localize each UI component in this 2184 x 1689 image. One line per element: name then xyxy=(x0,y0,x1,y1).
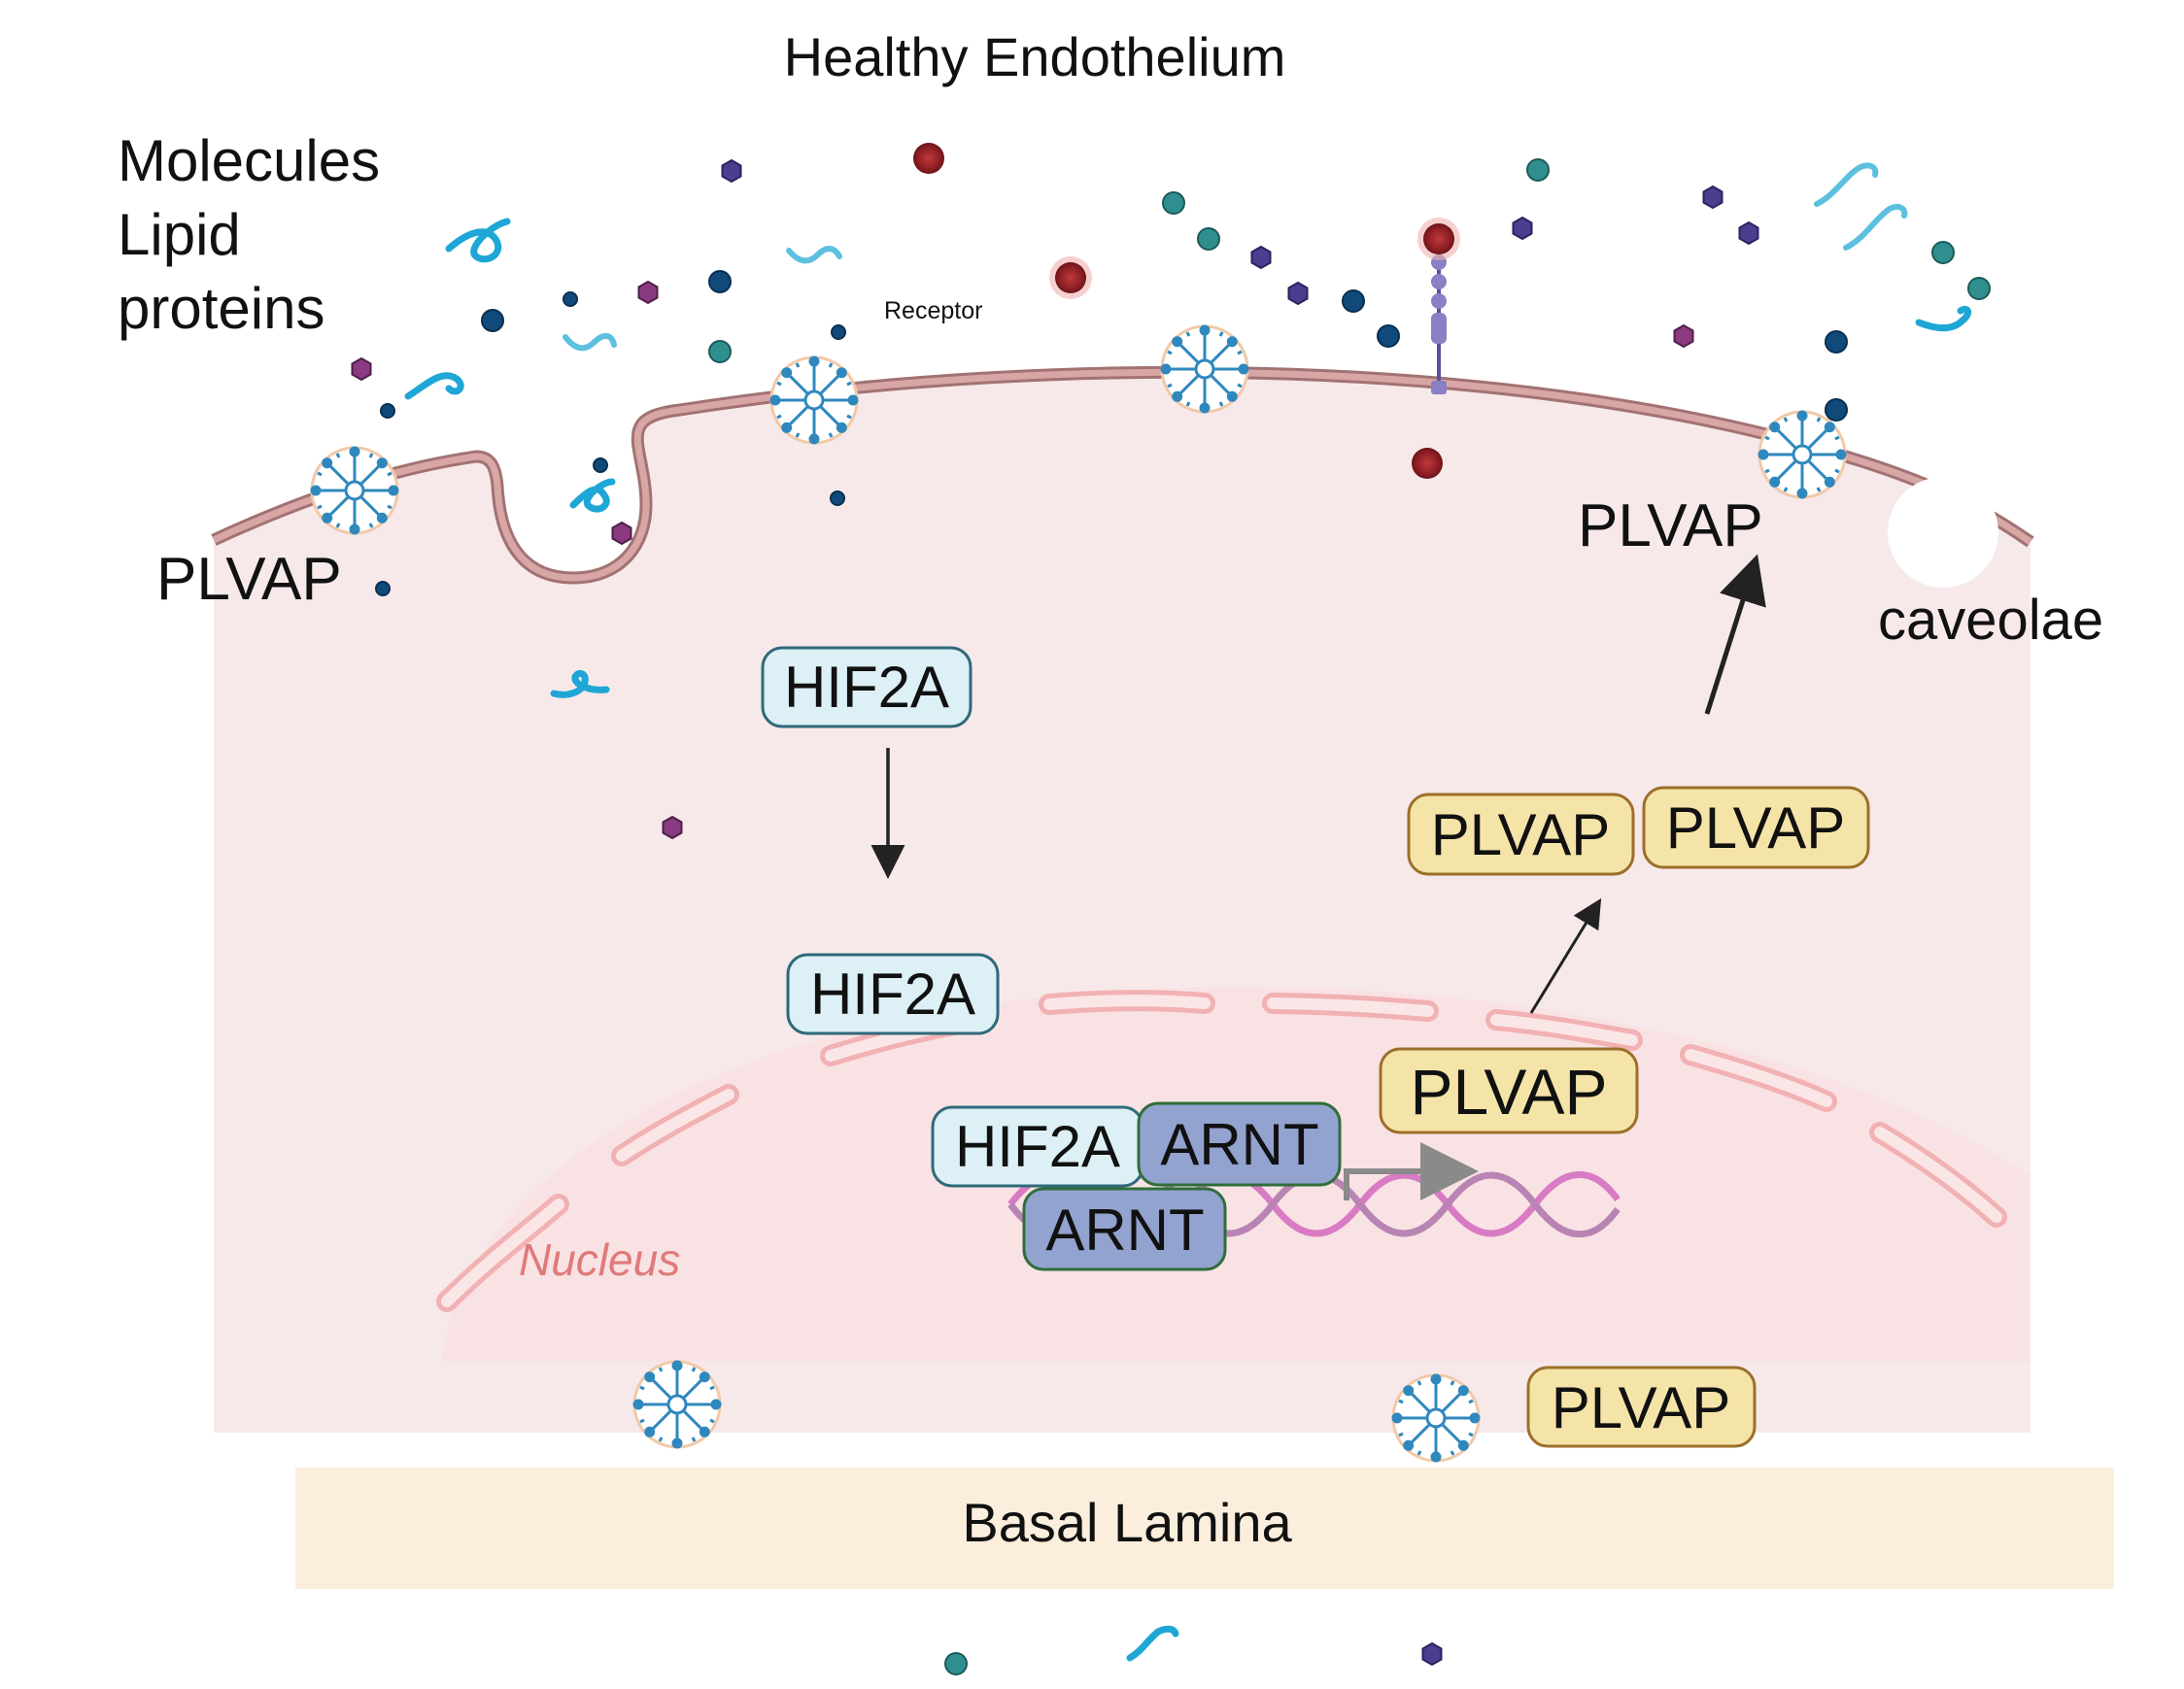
molecule-icon xyxy=(1412,448,1443,479)
caveolae-icon xyxy=(1888,477,1998,588)
molecule-icon xyxy=(1512,217,1533,240)
vesicle-icon xyxy=(769,355,859,445)
hif2a-complex-box: HIF2A xyxy=(931,1105,1144,1188)
arnt-top-box: ARNT xyxy=(1137,1101,1342,1187)
molecule-icon xyxy=(1055,262,1086,293)
export-arrow xyxy=(1529,897,1602,1014)
molecule-icon xyxy=(611,522,632,545)
page-title: Healthy Endothelium xyxy=(784,26,1286,87)
lipid-squiggles-light xyxy=(563,162,1908,352)
molecule-icon xyxy=(351,357,372,381)
molecule-icon xyxy=(1423,223,1454,254)
svg-text:PLVAP: PLVAP xyxy=(1431,802,1611,867)
caveolae-label: caveolae xyxy=(1878,589,2103,652)
hif2a-cytoplasm-box: HIF2A xyxy=(761,646,973,728)
svg-text:HIF2A: HIF2A xyxy=(955,1114,1120,1179)
molecule-icon xyxy=(1673,324,1694,348)
membrane-arrow xyxy=(1704,554,1766,715)
hif2a-nuclear-box: HIF2A xyxy=(786,953,1000,1035)
legend-line-lipid: Lipid xyxy=(118,202,241,267)
plvap-pair-right-box: PLVAP xyxy=(1642,786,1870,869)
svg-text:HIF2A: HIF2A xyxy=(784,655,949,720)
svg-text:HIF2A: HIF2A xyxy=(810,962,975,1027)
receptor-icon xyxy=(1431,243,1447,394)
lipid-squiggles xyxy=(404,218,1972,1662)
molecule-icon xyxy=(913,143,944,174)
molecule-icon xyxy=(1738,221,1759,245)
svg-text:PLVAP: PLVAP xyxy=(1552,1375,1731,1440)
basal-lamina-label: Basal Lamina xyxy=(962,1492,1292,1553)
arnt-bottom-box: ARNT xyxy=(1022,1187,1227,1271)
legend-line-molecules: Molecules xyxy=(118,128,380,193)
plvap-pair-left-box: PLVAP xyxy=(1407,793,1635,876)
svg-text:ARNT: ARNT xyxy=(1160,1112,1318,1177)
molecule-icon xyxy=(1250,246,1272,269)
receptor-label: Receptor xyxy=(884,297,982,324)
vesicle-icon xyxy=(1391,1373,1481,1463)
nuclear-envelope xyxy=(1039,990,1215,1015)
dark-blue-molecules xyxy=(375,270,1848,596)
molecule-icon xyxy=(1421,1642,1443,1666)
vesicle-icon xyxy=(1160,324,1249,414)
teal-molecules xyxy=(708,158,1991,1675)
basal-lamina xyxy=(295,1468,2114,1589)
svg-text:ARNT: ARNT xyxy=(1045,1198,1204,1263)
molecule-icon xyxy=(1287,282,1309,305)
svg-text:PLVAP: PLVAP xyxy=(1411,1056,1608,1128)
molecule-icon xyxy=(662,816,683,839)
nucleus-label: Nucleus xyxy=(519,1234,680,1285)
vesicle-icon xyxy=(632,1360,722,1449)
plvap-bottom-box: PLVAP xyxy=(1526,1366,1757,1448)
plvap-nucleus-box: PLVAP xyxy=(1379,1047,1639,1134)
vesicle-icon xyxy=(1757,410,1847,499)
plvap-top-right-label: PLVAP xyxy=(1578,492,1763,559)
molecule-icon xyxy=(721,159,742,183)
molecule-icon xyxy=(637,281,659,304)
molecule-icon xyxy=(1702,186,1723,209)
legend-line-proteins: proteins xyxy=(118,276,324,341)
transcription-start-arrow xyxy=(1344,1142,1479,1200)
svg-text:PLVAP: PLVAP xyxy=(1666,795,1846,861)
vesicle-icon xyxy=(310,446,399,535)
plvap-left-label: PLVAP xyxy=(156,546,342,613)
